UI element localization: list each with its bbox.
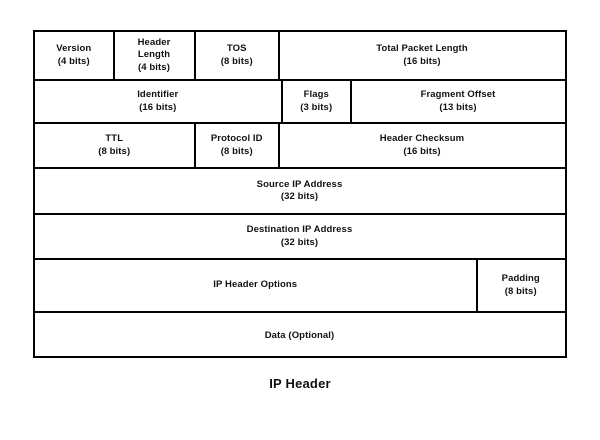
field-cell-tos: TOS (8 bits) [196,32,280,79]
header-row-5: Destination IP Address (32 bits) [35,215,565,260]
field-cell-fragment-offset: Fragment Offset (13 bits) [352,81,564,122]
field-label: IP Header Options [213,279,298,291]
field-bits: (8 bits) [98,145,131,157]
field-cell-data-optional: Data (Optional) [35,313,564,360]
field-label: Version [56,43,92,54]
field-label: TTL [105,133,124,144]
field-cell-ttl: TTL (8 bits) [35,124,196,167]
header-row-4: Source IP Address (32 bits) [35,169,565,215]
header-row-7: Data (Optional) [35,313,565,360]
field-label: Identifier [137,89,179,100]
header-row-6: IP Header Options Padding (8 bits) [35,260,565,313]
header-row-3: TTL (8 bits) Protocol ID (8 bits) Header… [35,124,565,169]
field-cell-identifier: Identifier (16 bits) [35,81,283,122]
field-label-cont: Length [137,49,171,61]
field-label: Padding [501,273,540,284]
field-bits: (8 bits) [220,55,253,67]
field-label: Header Checksum [379,133,465,144]
field-cell-protocol-id: Protocol ID (8 bits) [196,124,280,167]
field-bits: (13 bits) [439,101,477,113]
ip-header-diagram: Version (4 bits) Header Length (4 bits) … [33,30,567,358]
diagram-caption: IP Header [269,376,331,391]
field-cell-padding: Padding (8 bits) [478,260,565,311]
field-label: Header [137,36,171,48]
field-bits: (16 bits) [403,145,441,157]
field-label: Destination IP Address [246,224,353,235]
field-cell-total-packet-length: Total Packet Length (16 bits) [280,32,564,79]
field-bits: (8 bits) [504,285,537,297]
field-label: Fragment Offset [420,89,496,100]
field-cell-destination-ip-address: Destination IP Address (32 bits) [35,215,564,258]
field-bits: (8 bits) [220,145,253,157]
field-cell-header-checksum: Header Checksum (16 bits) [280,124,564,167]
field-bits: (4 bits) [57,55,90,67]
field-cell-flags: Flags (3 bits) [283,81,352,122]
field-bits: (3 bits) [300,101,333,113]
field-label: Protocol ID [210,133,263,144]
field-cell-source-ip-address: Source IP Address (32 bits) [35,169,564,213]
field-label: Source IP Address [256,178,343,190]
field-cell-ip-header-options: IP Header Options [35,260,478,311]
field-label: TOS [226,43,247,54]
field-cell-header-length: Header Length (4 bits) [115,32,196,79]
field-bits: (16 bits) [139,101,177,113]
field-label: Flags [303,89,329,100]
header-row-1: Version (4 bits) Header Length (4 bits) … [35,32,565,81]
field-label: Total Packet Length [376,43,468,54]
field-cell-version: Version (4 bits) [35,32,115,79]
field-label: Data (Optional) [264,330,335,342]
field-bits: (16 bits) [403,55,441,67]
field-bits: (4 bits) [138,61,170,73]
header-row-2: Identifier (16 bits) Flags (3 bits) Frag… [35,81,565,124]
field-bits: (32 bits) [280,191,319,202]
field-bits: (32 bits) [280,236,319,248]
